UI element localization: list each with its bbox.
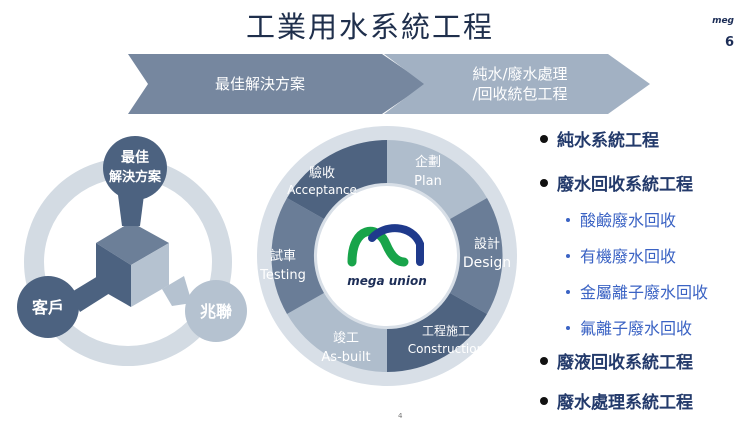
triad-node-right	[185, 280, 247, 342]
cycle-step-design-zh: 設計	[474, 236, 500, 252]
triad-diagram: 最佳 解決方案 客戶 兆聯	[17, 136, 247, 366]
bullet-icon	[540, 397, 548, 405]
triad-node-top	[103, 136, 167, 200]
service-subitem: 金屬離子廢水回收	[566, 279, 708, 303]
bullet-icon	[540, 135, 548, 143]
triad-connector-left	[70, 276, 110, 312]
bullet-icon	[540, 357, 548, 365]
cycle-segment-design	[450, 198, 503, 314]
service-subitem: 酸鹼廢水回收	[566, 207, 676, 231]
service-item: 廢液回收系統工程	[540, 348, 693, 373]
cycle-segment-asbuilt	[287, 293, 387, 372]
service-subitem: 有機廢水回收	[566, 243, 676, 267]
cycle-step-testing-en: Testing	[259, 268, 306, 283]
process-arrow-1	[128, 54, 426, 114]
sub-bullet-icon	[566, 253, 570, 258]
triad-right-label: 兆聯	[200, 302, 232, 321]
triad-wedge-right	[131, 243, 169, 307]
service-label: 廢水回收系統工程	[557, 175, 693, 195]
cycle-segment-testing	[271, 198, 324, 314]
bullet-icon	[540, 179, 548, 187]
cycle-segment-plan	[387, 140, 487, 219]
service-sublabel: 有機廢水回收	[580, 247, 677, 266]
triad-connector-top	[118, 195, 144, 226]
service-item: 廢水回收系統工程	[540, 170, 693, 195]
service-label: 廢液回收系統工程	[557, 353, 693, 373]
service-label: 純水系統工程	[557, 131, 659, 151]
corner-brand: meg 6	[712, 10, 734, 54]
service-item: 廢水處理系統工程	[540, 388, 693, 413]
sub-bullet-icon	[566, 217, 570, 222]
triad-connector-right	[162, 276, 192, 306]
cycle-segment-acceptance	[287, 140, 387, 219]
cycle-diagram: mega union 企劃 Plan 設計 Design 工程施工 Constr…	[257, 126, 517, 386]
triad-wedge-top	[96, 222, 169, 265]
page-title: 工業用水系統工程	[245, 10, 494, 44]
cycle-segment-construction	[387, 293, 487, 372]
service-label: 廢水處理系統工程	[557, 393, 693, 413]
process-arrow-2-label: 純水/廢水處理 /回收統包工程	[430, 64, 610, 104]
service-sublabel: 金屬離子廢水回收	[580, 283, 709, 302]
service-item: 純水系統工程	[540, 126, 659, 151]
process-arrow-2-line1: 純水/廢水處理	[472, 65, 568, 83]
mega-union-logo-blue-arc	[368, 224, 424, 266]
cycle-step-plan-en: Plan	[414, 174, 442, 189]
sub-bullet-icon	[566, 325, 570, 330]
triad-node-left	[17, 276, 79, 338]
cycle-step-asbuilt-en: As-built	[321, 350, 370, 365]
cycle-step-design-en: Design	[463, 255, 511, 271]
service-sublabel: 酸鹼廢水回收	[580, 211, 677, 230]
corner-logo-fragment: meg	[712, 16, 734, 26]
process-arrow-2	[384, 54, 650, 114]
footer-mark: 4	[398, 412, 403, 420]
mega-union-logo-green-arc	[347, 226, 409, 267]
cycle-step-acceptance-zh: 驗收	[309, 166, 335, 181]
service-subitem: 氟離子廢水回收	[566, 315, 692, 339]
triad-top-line2: 解決方案	[108, 169, 162, 185]
sub-bullet-icon	[566, 289, 570, 294]
cycle-step-asbuilt-zh: 竣工	[333, 331, 359, 346]
cycle-step-plan-zh: 企劃	[415, 154, 441, 170]
mega-union-logo-text: mega union	[347, 274, 427, 288]
service-sublabel: 氟離子廢水回收	[580, 319, 693, 338]
cycle-step-testing-zh: 試車	[270, 248, 296, 264]
cycle-step-construction-en: Construction	[408, 342, 484, 356]
cycle-step-construction-zh: 工程施工	[422, 323, 470, 338]
page-number: 6	[724, 35, 734, 50]
triad-left-label: 客戶	[32, 298, 64, 317]
process-arrow-1-label: 最佳解決方案	[214, 75, 305, 93]
process-arrow-2-line2: /回收統包工程	[472, 85, 568, 103]
cycle-center	[317, 186, 457, 326]
cycle-step-acceptance-en: Acceptance	[287, 183, 357, 197]
triad-top-line1: 最佳	[121, 149, 149, 166]
